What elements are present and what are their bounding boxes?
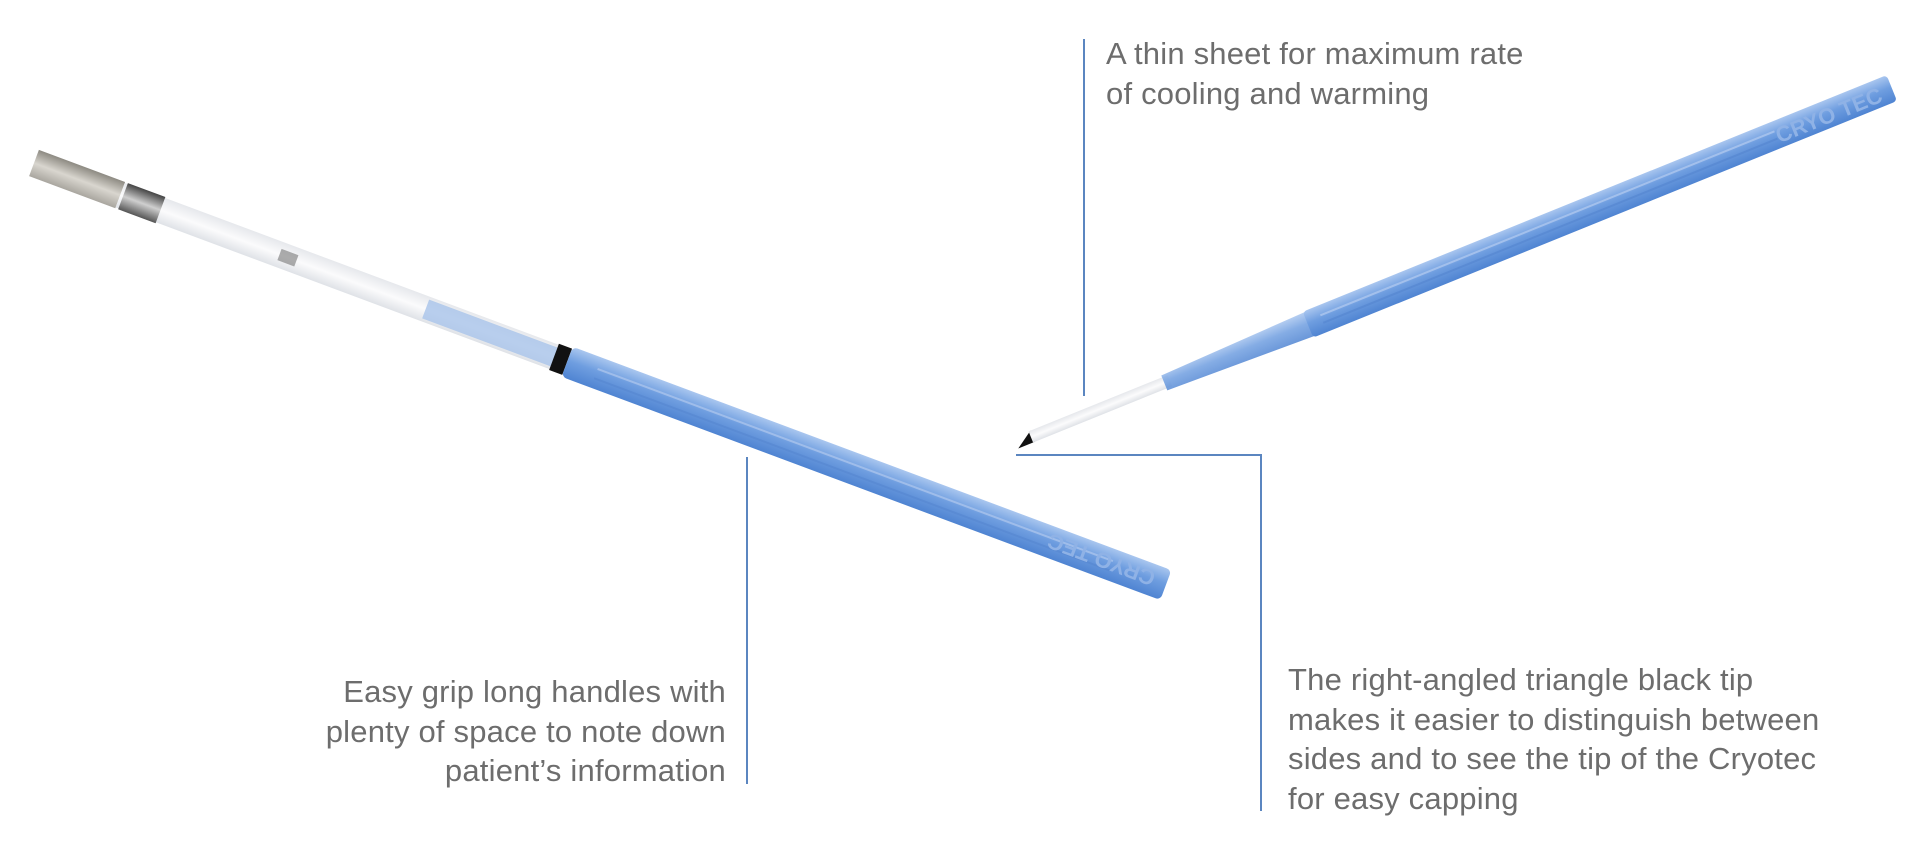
callout-line: patient’s information (444, 753, 726, 788)
callout-line: A thin sheet for maximum rate (1106, 36, 1524, 71)
callout-handle: Easy grip long handles with plenty of sp… (326, 672, 726, 791)
callout-thin-sheet: A thin sheet for maximum rate of cooling… (1106, 34, 1524, 113)
callout-line: sides and to see the tip of the Cryotec (1288, 741, 1817, 776)
tapered-neck (1161, 310, 1318, 391)
callout-line: for easy capping (1288, 780, 1519, 816)
callout-line: of cooling and warming (1106, 75, 1430, 111)
straw-end-cap (29, 149, 126, 209)
inner-straw-blue (422, 299, 561, 368)
callout-line: makes it easier to distinguish between (1288, 701, 1820, 737)
dark-marker (277, 248, 299, 267)
callout-line: Easy grip long handles with (343, 674, 726, 709)
leader-line-tip (1016, 454, 1262, 811)
callout-line: The right-angled triangle black tip (1288, 662, 1754, 697)
thin-sheet (1028, 375, 1173, 443)
black-band (549, 343, 573, 375)
metal-band (118, 183, 166, 224)
open-straw: CRYO TEC (1018, 76, 1896, 449)
callout-line: plenty of space to note down (325, 713, 726, 749)
capped-straw: CRYO TEC (29, 149, 1171, 599)
callout-tip: The right-angled triangle black tip make… (1288, 660, 1819, 818)
